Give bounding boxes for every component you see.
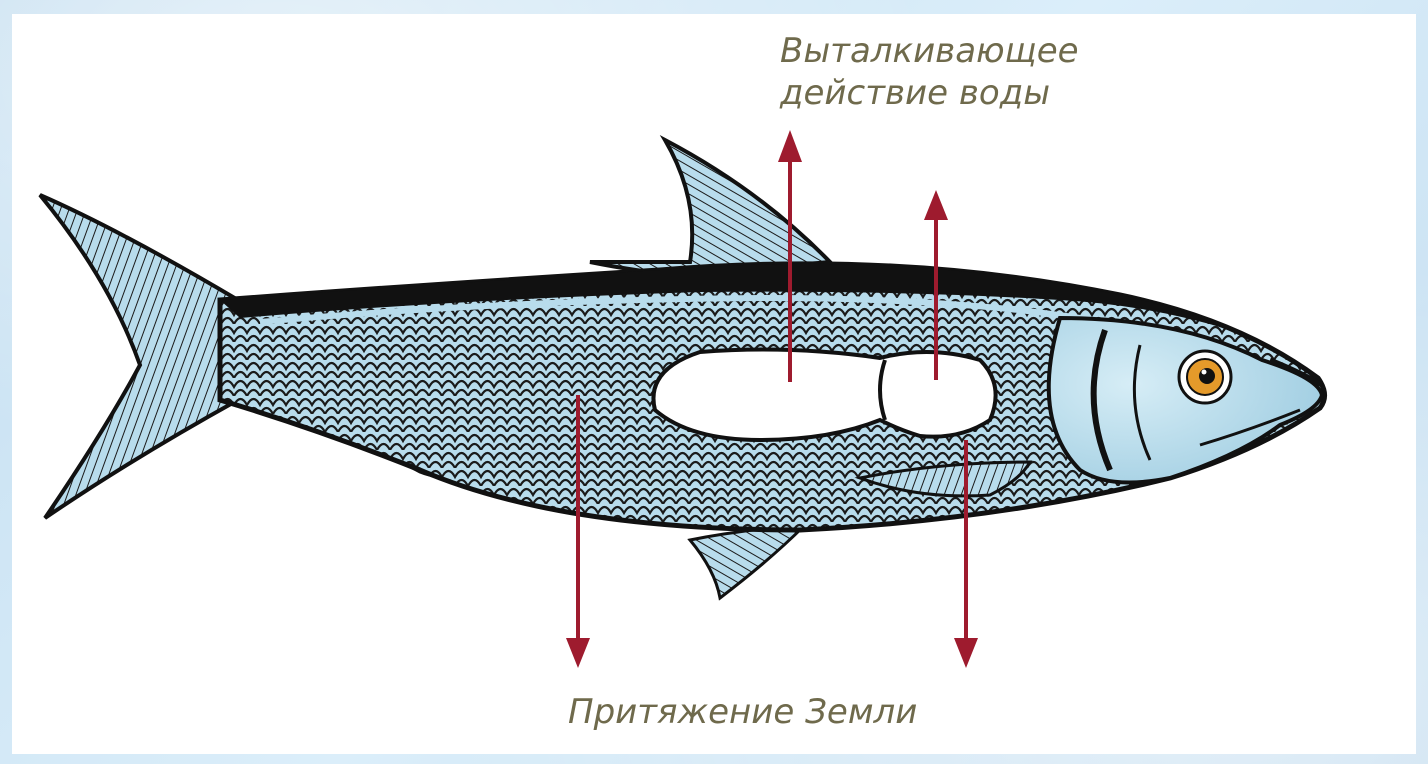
tail-fin	[40, 195, 238, 518]
eye-glint	[1202, 370, 1207, 375]
eye-pupil	[1199, 368, 1215, 384]
gravity-label: Притяжение Земли	[568, 690, 917, 734]
fish-head	[1049, 318, 1322, 483]
ventral-fin	[690, 525, 805, 598]
buoyancy-label: Выталкивающее действие воды	[780, 30, 1079, 114]
swim-bladder	[653, 350, 995, 440]
buoyancy-label-line2: действие воды	[780, 72, 1079, 114]
buoyancy-label-line1: Выталкивающее	[780, 30, 1079, 72]
